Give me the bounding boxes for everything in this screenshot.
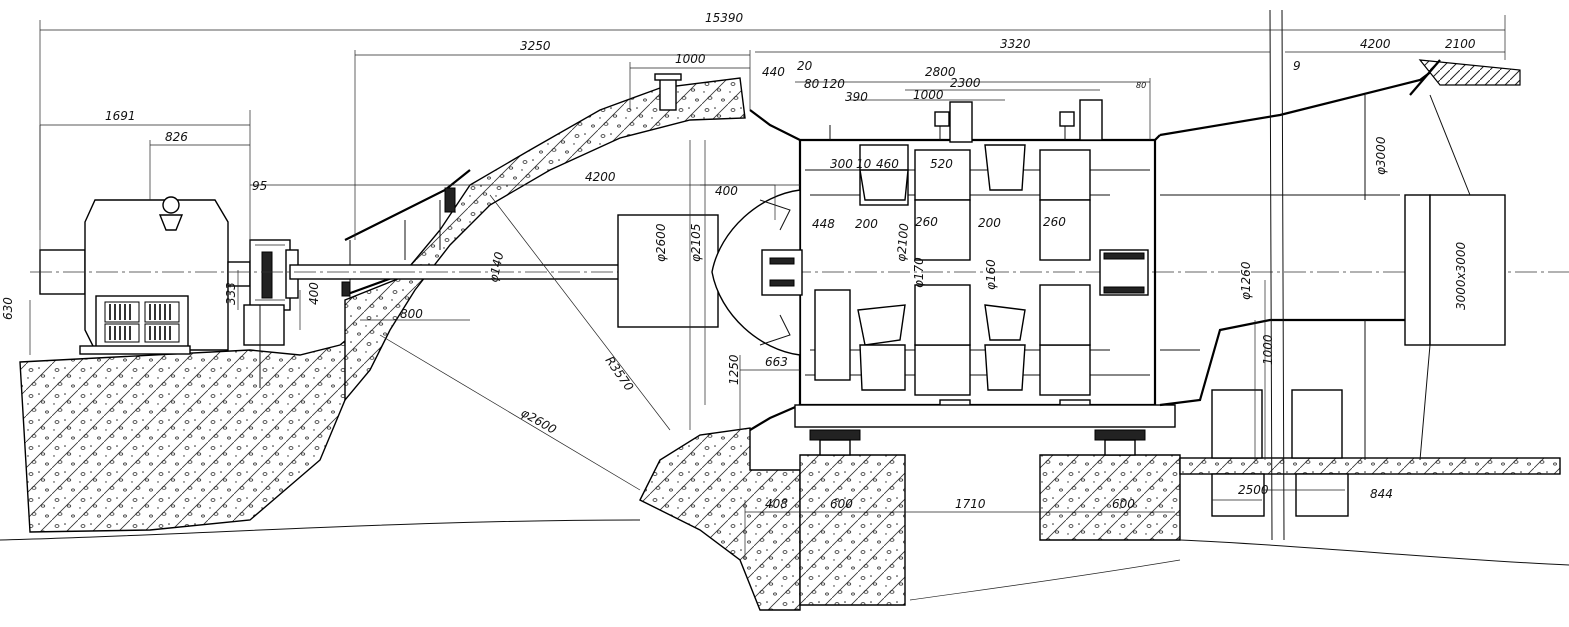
pier-right [1291, 389, 1343, 459]
dim-radius-3570: R3570 [603, 354, 637, 394]
dim-base-408: 408 [765, 497, 788, 511]
dim-dia-hub2: φ160 [984, 259, 998, 290]
dim-base-1710: 1710 [955, 497, 986, 511]
foundation-group [19, 77, 1561, 611]
dim-small-80: 80 [1136, 81, 1146, 90]
pump-foundation-left [639, 427, 801, 611]
dim-depth-1250: 1250 [727, 354, 741, 385]
dim-overall-length: 15390 [705, 11, 744, 25]
dimension-lines [29, 15, 1506, 560]
dim-outlet-section: 3000x3000 [1454, 241, 1468, 310]
pier-pile-right [1295, 473, 1349, 517]
dim-dia-inlet: φ2600 [654, 223, 668, 262]
dim-stage-span: 2800 [925, 65, 956, 79]
pump-foundation-center [799, 454, 906, 606]
bearing-housing-front [761, 249, 803, 296]
motor-coupling [243, 239, 299, 388]
dim-nose-offset: 400 [715, 184, 738, 198]
dim-blade-d: 520 [930, 157, 953, 171]
dim-pier-2500: 2500 [1238, 483, 1269, 497]
dim-coupling-offset: 333 [224, 282, 238, 305]
impeller-stage-2 [984, 144, 1091, 396]
dim-dia-pipe: φ3000 [1374, 136, 1388, 175]
dim-nose-663: 663 [765, 355, 788, 369]
item-mark: 9 [1293, 59, 1301, 73]
dim-bearing-height: 400 [307, 282, 321, 305]
dim-vane-260a: 260 [915, 215, 938, 229]
pier-pile-left [1211, 473, 1265, 517]
dim-bend-offset: 800 [400, 307, 423, 321]
dim-gap-200b: 200 [978, 216, 1001, 230]
dim-stage-pair: 2300 [950, 76, 981, 90]
dim-blade-b: 10 [856, 157, 872, 171]
dim-motor-half: 826 [165, 130, 188, 144]
dim-step-a: 440 [762, 65, 785, 79]
motor-cooling-fins [104, 301, 180, 343]
dim-intake-length: 3250 [520, 39, 551, 53]
dim-coupling-gap: 95 [252, 179, 267, 193]
dim-step-d: 120 [822, 77, 845, 91]
dim-dia-outlet: φ1260 [1239, 261, 1253, 300]
dim-motor-length: 1691 [105, 109, 136, 123]
dim-stage-len: 390 [845, 90, 868, 104]
outlet-diffuser [1159, 59, 1521, 461]
guide-vane-1 [914, 149, 971, 396]
dim-vane-260b: 260 [1043, 215, 1066, 229]
pump-support-base [794, 404, 1176, 428]
impeller-stage-1 [814, 144, 909, 391]
dim-base-600a: 600 [830, 497, 853, 511]
dim-pier-844: 844 [1370, 487, 1393, 501]
dimension-labels: 15390 1691 826 95 630 333 400 3250 1000 … [1, 11, 1476, 511]
pump-casing [617, 99, 1176, 456]
ground-line [0, 519, 1569, 566]
dim-dia-casing: φ2105 [689, 224, 703, 262]
outlet-floor-slab [1179, 457, 1561, 475]
dim-outlet-end: 2100 [1445, 37, 1476, 51]
electric-motor [39, 196, 251, 355]
dim-casing-length: 3320 [1000, 37, 1031, 51]
dim-stage-pitch: 1000 [913, 88, 944, 102]
dim-dia-hub: φ170 [912, 257, 926, 288]
dim-blade-a: 300 [830, 157, 853, 171]
pump-foundation-right [1039, 454, 1181, 541]
motor-eyebolt [162, 196, 180, 214]
pier-left [1211, 389, 1263, 459]
dim-step-c: 80 [804, 77, 820, 91]
dim-base-600b: 600 [1112, 497, 1135, 511]
dim-pier-1000: 1000 [1261, 334, 1275, 365]
dim-blade-c: 460 [876, 157, 899, 171]
dim-intake-top: 1000 [675, 52, 706, 66]
dim-nose-len: 448 [812, 217, 835, 231]
dim-dia-impeller: φ2100 [894, 222, 911, 262]
inlet-nose-cone [711, 189, 801, 356]
dim-shaft-height: 630 [1, 297, 15, 320]
dim-shaft-span: 4200 [585, 170, 616, 184]
dim-dia-shaft: φ140 [486, 250, 506, 283]
dim-step-b: 20 [797, 59, 813, 73]
dim-outlet-length: 4200 [1360, 37, 1391, 51]
dim-gap-200a: 200 [855, 217, 878, 231]
